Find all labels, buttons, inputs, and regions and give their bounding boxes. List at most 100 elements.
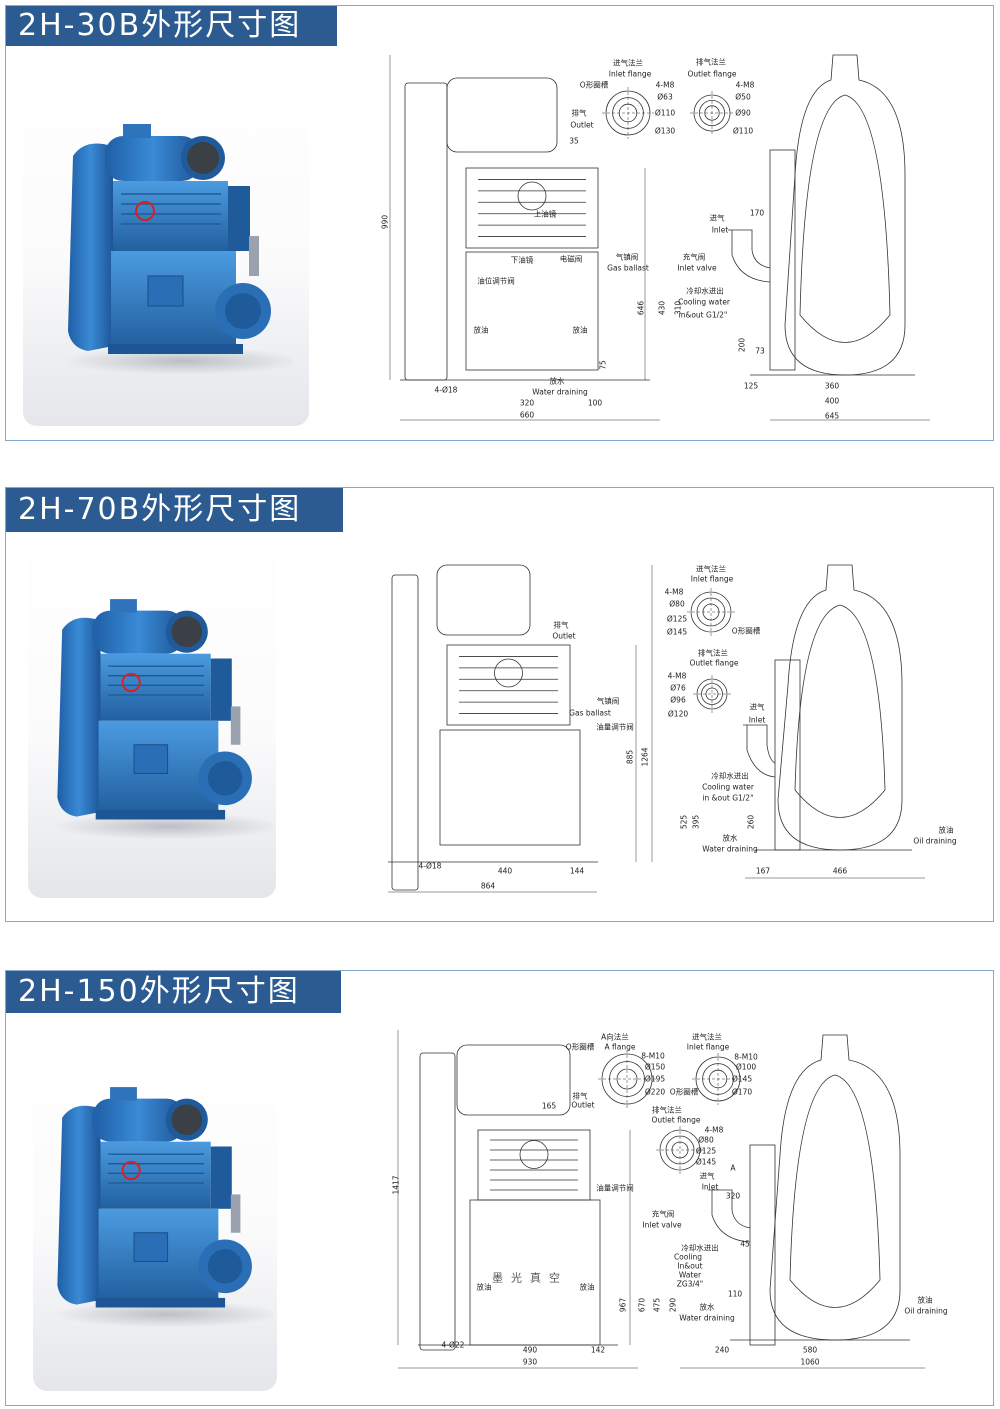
label-in-d3: Ø170 [731,1087,753,1097]
label-d360: 360 [824,381,840,391]
label-out-m: 4-M8 [735,80,755,90]
label-d1264: 1264 [640,747,650,767]
label-holes: 4-Ø22 [441,1340,465,1350]
label-out-d2: Ø90 [735,108,751,118]
pump-photo [33,1029,277,1391]
label-d170: 170 [749,208,765,218]
label-d167: 167 [755,866,771,876]
label-d1417: 1417 [391,1175,401,1195]
label-gas-ballast-cn: 气镇阀 [615,252,639,262]
panel-title: 2H-30B外形尺寸图 [6,6,337,46]
pump-photo [28,536,276,898]
panel-title: 2H-70B外形尺寸图 [6,488,343,532]
label-d240: 240 [714,1345,730,1355]
label-in-d2: Ø110 [654,108,676,118]
label-d35: 35 [569,136,579,146]
label-d580: 580 [802,1345,818,1355]
label-oil-valve: 油量调节阀 [596,1183,634,1193]
label-out-d3: Ø120 [667,709,689,719]
label-outlet-flange-en: Outlet flange [689,658,739,668]
label-in-o-ring: O形圈槽 [669,1087,699,1097]
label-cooling-cn: 冷却水进出 [686,286,724,296]
label-gas-ballast-en: Gas ballast [607,263,649,273]
label-inlet-flange-en: Inlet flange [686,1042,730,1052]
label-d125: 125 [743,381,759,391]
label-oil-drain-r: 放油 [579,1282,595,1292]
label-upper-sight: 上油镜 [533,209,557,219]
label-cooling-en2: In&out [677,1261,703,1271]
label-d320: 320 [519,398,535,408]
label-inlet-valve-en: Inlet valve [677,263,717,273]
label-inlet-en: Inlet [701,1182,719,1192]
label-gas-ballast-en: Gas ballast [569,708,611,718]
label-cooling-en3: Water [678,1270,702,1280]
label-outlet-flange-en: Outlet flange [687,69,737,79]
label-d990: 990 [380,214,390,230]
label-water-drain-en: Water draining [532,387,588,397]
label-solenoid: 电磁阀 [559,254,583,264]
label-outlet-flange-cn: 排气法兰 [696,57,726,67]
label-a-m: 8-M10 [641,1051,665,1061]
label-holes: 4-Ø18 [434,385,458,395]
label-in-m: 8-M10 [734,1052,758,1062]
label-water-drain-cn: 放水 [699,1302,715,1312]
label-a-d1: Ø150 [644,1062,666,1072]
label-water-drain-cn: 放水 [549,376,565,386]
label-a-flange-cn: A向法兰 [601,1032,629,1042]
label-water-drain-en: Water draining [702,844,758,854]
label-oil-valve: 油量调节阀 [596,722,634,732]
label-cooling-cn: 冷却水进出 [681,1243,719,1253]
label-out-d3: Ø145 [695,1157,717,1167]
label-cooling-spec: in &out G1/2" [702,793,754,803]
label-cooling-cn: 冷却水进出 [711,771,749,781]
label-outlet-flange-cn: 排气法兰 [698,648,728,658]
label-inlet-valve-en: Inlet valve [642,1220,682,1230]
pump-photo [23,56,309,426]
label-d165: 165 [541,1101,557,1111]
label-outlet-cn: 排气 [571,108,587,118]
label-oil-drain-cn: 放油 [917,1295,933,1305]
label-oil-drain-r: 放油 [572,325,588,335]
label-inlet-flange-cn: 进气法兰 [696,564,726,574]
label-outlet-flange-en: Outlet flange [651,1115,701,1125]
label-cooling-en: Cooling water [702,782,754,792]
label-d466: 466 [832,866,848,876]
label-o-ring: O形圈槽 [579,80,609,90]
label-d290: 290 [668,1297,678,1313]
label-d525: 525 [679,814,689,830]
label-d144: 144 [569,866,585,876]
label-out-d2: Ø96 [670,695,686,705]
label-inlet-en: Inlet [748,715,766,725]
label-inlet-flange-cn: 进气法兰 [692,1032,722,1042]
label-oil-level-valve: 油位调节阀 [477,276,515,286]
label-d73: 73 [755,346,765,356]
label-d430: 430 [657,300,667,316]
label-o-ring: O形圈槽 [731,626,761,636]
label-d440: 440 [497,866,513,876]
label-a-mark: A [730,1163,736,1173]
label-d930: 930 [522,1357,538,1367]
label-d45: 45 [740,1239,750,1249]
label-outlet-en: Outlet [552,631,576,641]
label-d75: 75 [598,360,608,370]
label-cooling-en: Cooling water [678,297,730,307]
label-water-drain-cn: 放水 [722,833,738,843]
panel-title: 2H-150外形尺寸图 [6,971,341,1013]
label-out-m: 4-M8 [667,671,687,681]
label-inlet-flange-en: Inlet flange [608,69,652,79]
label-inlet-valve-cn: 充气阀 [682,252,706,262]
label-d475: 475 [652,1297,662,1313]
label-out-d1: Ø76 [670,683,686,693]
label-cooling-spec: in&out G1/2" [678,310,728,320]
label-d400: 400 [824,396,840,406]
label-inlet-cn: 进气 [709,213,725,223]
label-in-d3: Ø130 [654,126,676,136]
label-out-d2: Ø125 [695,1146,717,1156]
label-brand: 墨光真空 [492,1271,568,1285]
label-in-d2: Ø125 [666,614,688,624]
label-outlet-en: Outlet [570,120,594,130]
label-d200: 200 [737,337,747,353]
label-a-o-ring: O形圈槽 [565,1042,595,1052]
label-inlet-en: Inlet [711,225,729,235]
